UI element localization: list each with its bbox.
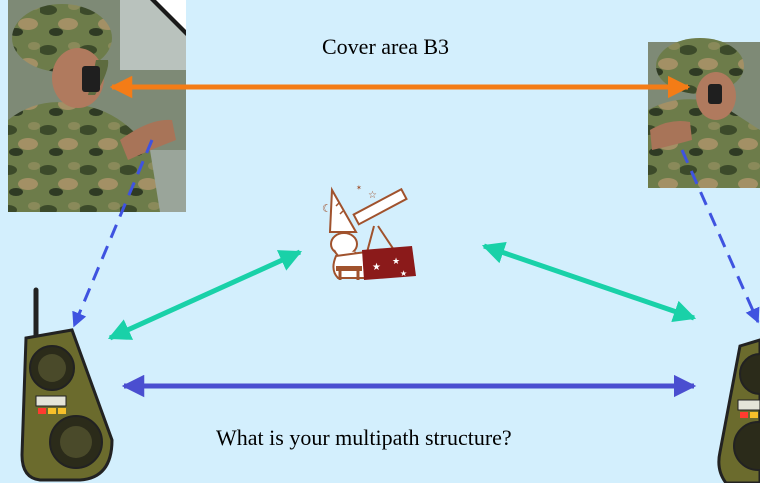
teal-arrow-right [481,241,697,323]
svg-text:☆: ☆ [368,190,377,201]
svg-text:★: ★ [372,262,381,273]
teal-arrow-left [107,249,303,341]
wizard-telescope-icon: ★ ★ ★ ☾ ☆ ✶ [322,184,416,280]
top-message-label: Cover area B3 [322,34,450,59]
svg-text:✶: ✶ [356,184,362,192]
handheld-radio-right [717,338,760,483]
bottom-message-label: What is your multipath structure? [216,425,512,450]
soldier-photo-right [648,38,760,188]
dashed-link-right [680,149,760,324]
soldier-photo-left [8,0,186,212]
svg-text:★: ★ [392,257,400,267]
handheld-radio-left [20,287,114,482]
dashed-link-left [72,139,154,328]
svg-text:★: ★ [400,269,407,278]
svg-text:☾: ☾ [322,202,332,215]
